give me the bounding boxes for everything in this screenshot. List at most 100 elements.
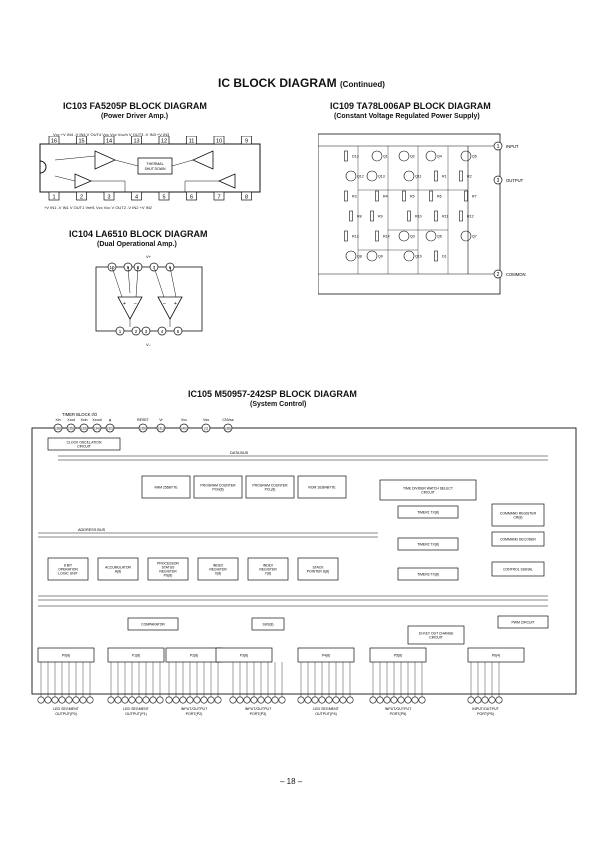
ic105-top-pin-number: (39)	[140, 427, 146, 431]
ic109-component-label: R9	[378, 215, 383, 219]
ic105-block-label: P4(8)	[322, 653, 330, 657]
ic105-block-label: P2(8)	[190, 653, 198, 657]
ic105-group-label: INPUT/OUTPUT	[245, 707, 272, 711]
ic105-bottom-pin	[156, 696, 164, 704]
ic105-block	[245, 475, 295, 499]
ic105-top-pin-number: (35)	[68, 427, 74, 431]
ic105-group-label: INPUT/OUTPUT	[385, 707, 412, 711]
ic109-transistor	[403, 170, 415, 182]
ic105-title: IC105 M50957-242SP BLOCK DIAGRAM	[188, 389, 357, 399]
ic105-bottom-pin	[250, 696, 258, 704]
ic105-group-label: OUTPUT(P0)	[55, 712, 77, 716]
ic105-bottom-pin	[264, 696, 272, 704]
ic105-group-label: LED SEGMENT	[123, 707, 150, 711]
ic103-top-pin-number: 12	[161, 139, 167, 145]
ic105-bottom-pin	[37, 696, 45, 704]
ic105-block-label: 8 BIT	[64, 563, 72, 567]
ic104-bottom-pin-number: 1	[119, 329, 122, 334]
ic109-title: IC109 TA78L006AP BLOCK DIAGRAM	[330, 101, 491, 111]
ic103-bottom-labels: +V IN1 -V IN1 V OUT1 Vref1 Vcc Vcc V OUT…	[44, 205, 152, 210]
ic105-bottom-pin	[311, 696, 319, 704]
ic105-bottom-pin	[236, 696, 244, 704]
ic103-top-pin-number: 9	[245, 139, 248, 145]
ic103-bottom-pin-number: 4	[135, 195, 138, 201]
ic103-bottom-pin	[103, 191, 115, 201]
ic105-bottom-pin	[149, 696, 157, 704]
ic109-component-label: Q4	[437, 155, 442, 159]
ic105-block	[407, 625, 465, 645]
ic109-resistor	[370, 210, 374, 222]
ic109-component-label: Q11	[415, 175, 422, 179]
ic105-group-label: OUTPUT(P4)	[315, 712, 337, 716]
ic105-block-label: TIME DIVIDER WATCH SELECT	[403, 486, 453, 490]
ic109-transistor	[366, 250, 378, 262]
ic105-top-pin	[223, 423, 233, 433]
ic109-terminal-label: OUTPUT	[506, 178, 524, 183]
ic105-bottom-pin	[339, 696, 347, 704]
ic105-top-pin-number: (1)	[204, 427, 208, 431]
ic105-bottom-pin	[172, 696, 180, 704]
ic105-bottom-pin	[200, 696, 208, 704]
ic103-top-pin	[48, 136, 60, 145]
ic105-block	[247, 557, 289, 581]
ic105-block-label: P6(4)	[492, 653, 500, 657]
ic109-terminal	[493, 141, 503, 151]
ic104-bottom-pin	[131, 326, 141, 336]
ic109-resistor	[402, 190, 406, 202]
ic105-block-label: REGISTER	[159, 569, 177, 573]
ic105-top-pin	[201, 423, 211, 433]
ic103-top-pin-number: 10	[216, 139, 222, 145]
ic105-top-pin-label: Xcout	[92, 418, 101, 422]
ic105-top-pin-label: Vr	[159, 418, 163, 422]
ic104-bottom-pin-number: 3	[145, 329, 148, 334]
ic105-top-pin-label: Xcin	[81, 418, 88, 422]
ic105-block	[37, 647, 95, 663]
ic104-vplus: V+	[146, 254, 152, 259]
ic109-component-label: R8	[357, 215, 362, 219]
ic105-block-label: CR(8)	[513, 515, 522, 519]
ic105-group-label: LED SEGMENT	[313, 707, 340, 711]
ic105-top-pin	[66, 423, 76, 433]
ic109-component-label: R5	[410, 195, 415, 199]
ic105-block-label: SI/O(8)	[263, 622, 274, 626]
ic105-bottom-pin	[44, 696, 52, 704]
ic105-top-pin	[53, 423, 63, 433]
ic103-thermal-block: THERMAL	[146, 162, 163, 166]
ic105-bottom-pin	[411, 696, 419, 704]
ic105-group-label: PORT(P2)	[186, 712, 203, 716]
ic105-block-label: CIRCUIT	[429, 635, 443, 639]
ic105-bottom-pin	[481, 696, 489, 704]
ic109-resistor	[407, 210, 411, 222]
ic105-block-label: CONTROL SIGNAL	[503, 567, 533, 571]
ic103-bottom-pin	[241, 191, 252, 201]
ic105-group-label: PORT(P6)	[477, 712, 494, 716]
ic104-subtitle: (Dual Operational Amp.)	[97, 241, 177, 248]
ic104-bottom-pin	[141, 326, 151, 336]
ic105-bottom-pin	[243, 696, 251, 704]
ic105-bottom-pin	[376, 696, 384, 704]
page-number: – 18 –	[280, 777, 303, 786]
ic109-component-label: Q13	[378, 175, 385, 179]
ic109-component-label: Q10	[415, 255, 422, 259]
ic105-top-pin-number: (40)	[181, 427, 187, 431]
ic105-bottom-pin	[79, 696, 87, 704]
ic105-bottom-pin	[474, 696, 482, 704]
ic105-block-label: 10-KEY OUT CHANGE	[418, 631, 454, 635]
ic109-transistor	[345, 250, 357, 262]
ic109-transistor	[398, 150, 410, 162]
ic105-block-label: RAM 256BYTE	[155, 485, 179, 489]
ic105-bottom-pin	[165, 696, 173, 704]
ic109-component-label: D1	[442, 255, 447, 259]
ic109-resistor	[429, 190, 433, 202]
ic105-bottom-pin	[495, 696, 503, 704]
ic105-block	[147, 557, 189, 581]
ic105-block-label: STATUS	[162, 565, 176, 569]
ic105-block-label: Y(8)	[265, 571, 271, 575]
ic109-resistor	[464, 190, 468, 202]
ic103-bottom-pin-number: 1	[52, 195, 55, 201]
ic104-vminus: V–	[146, 342, 152, 347]
ic105-block	[467, 647, 525, 663]
ic105-top-pin-number: (34)	[94, 427, 100, 431]
